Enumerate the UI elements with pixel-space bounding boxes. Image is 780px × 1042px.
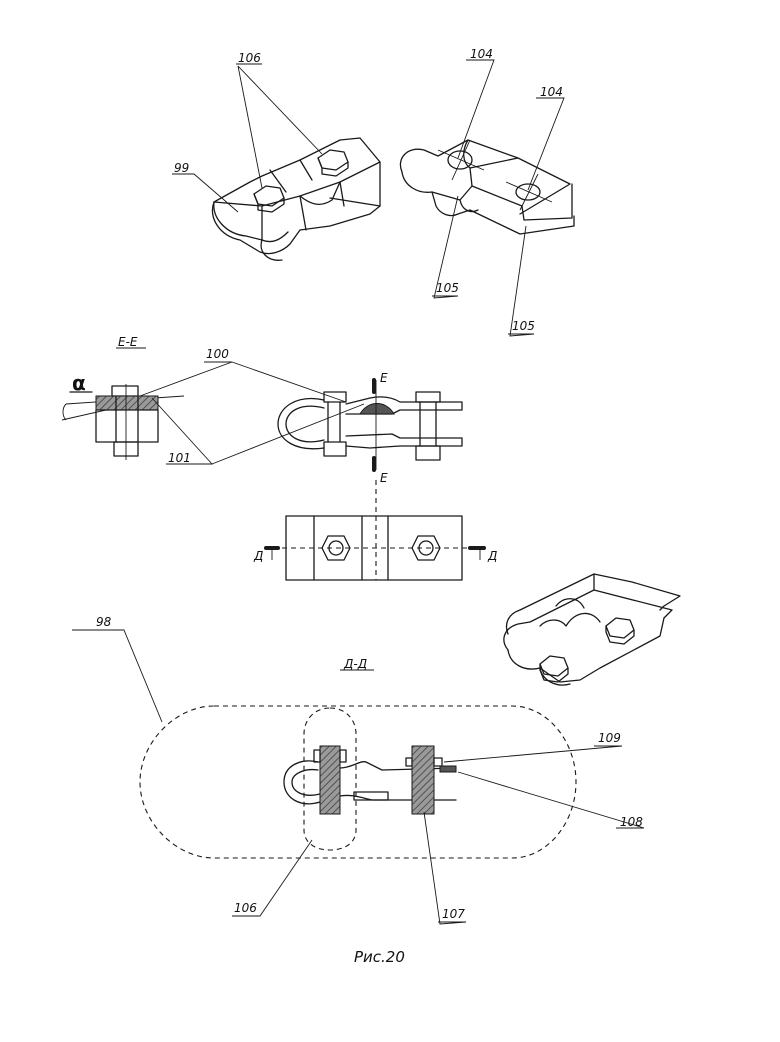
callout-100: 100	[206, 347, 229, 361]
cut-marker-e-bottom: E	[380, 471, 388, 485]
cut-marker-d-right: Д	[487, 549, 497, 563]
callout-98: 98	[96, 615, 112, 629]
clamp-side-view	[278, 380, 462, 470]
cut-marker-d-left: Д	[253, 549, 263, 563]
clamp-iso-right	[400, 140, 574, 234]
section-label-e: E-E	[118, 335, 138, 349]
callout-104-b: 104	[540, 85, 563, 99]
cut-marker-e-top: E	[380, 371, 388, 385]
callout-105-b: 105	[512, 319, 535, 333]
callout-106-top: 106	[238, 51, 261, 65]
bolt-head-icon	[606, 618, 634, 638]
callout-107: 107	[442, 907, 465, 921]
callout-106-bottom: 106	[234, 901, 257, 915]
callout-104-a: 104	[470, 47, 493, 61]
callout-101: 101	[168, 451, 191, 465]
bolt-head-icon	[254, 186, 284, 206]
section-e-e	[96, 384, 158, 460]
callout-105-a: 105	[436, 281, 459, 295]
callout-109: 109	[598, 731, 621, 745]
bolt-head-icon	[318, 150, 348, 170]
clamp-iso-left	[212, 138, 380, 260]
callout-99: 99	[174, 161, 189, 175]
bolt-head-icon	[540, 656, 568, 676]
section-label-d: Д-Д	[343, 657, 367, 671]
section-d-d	[140, 706, 576, 858]
figure-caption: Рис.20	[354, 948, 405, 966]
clamp-plan-view	[264, 480, 484, 580]
clamp-iso-assembly	[504, 574, 680, 685]
